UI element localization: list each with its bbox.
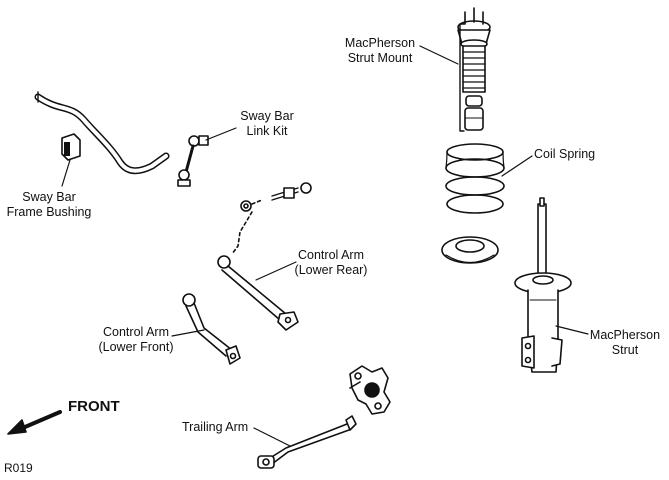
control-arm-rear-part — [217, 255, 299, 331]
label-strut-line2: Strut — [611, 343, 639, 357]
strut-leader — [555, 325, 589, 335]
front-indicator-label: FRONT — [68, 398, 120, 415]
label-control-arm-lower-rear: Control Arm (Lower Rear) — [290, 248, 372, 278]
label-coil-spring-text: Coil Spring — [534, 147, 596, 161]
label-link-kit-line2: Link Kit — [246, 124, 288, 138]
coil-spring-part — [441, 143, 505, 264]
link-kit-leader — [205, 127, 237, 141]
label-trailing-arm: Trailing Arm — [182, 420, 248, 435]
label-strut-mount-line2: Strut Mount — [347, 51, 413, 65]
trailing-arm-leader — [253, 427, 291, 447]
label-bushing-line2: Frame Bushing — [6, 205, 92, 219]
label-front-arm-line1: Control Arm — [103, 325, 169, 339]
bushing-leader — [61, 159, 71, 187]
label-front-arm-line2: (Lower Front) — [98, 340, 174, 354]
macpherson-strut-part — [514, 197, 572, 373]
control-arm-rear-leader — [255, 261, 297, 281]
label-control-arm-lower-front: Control Arm (Lower Front) — [94, 325, 178, 355]
label-trailing-arm-text: Trailing Arm — [182, 420, 249, 434]
figure-code: R019 — [4, 461, 33, 475]
control-arm-front-leader — [171, 329, 205, 337]
sway-bar-link-part — [177, 135, 209, 187]
label-strut-mount: MacPherson Strut Mount — [340, 36, 420, 66]
label-link-kit-line1: Sway Bar — [240, 109, 294, 123]
label-macpherson-strut: MacPherson Strut — [586, 328, 664, 358]
bolt-hardware-part — [231, 182, 312, 255]
trailing-arm-part — [257, 415, 357, 469]
label-strut-mount-line1: MacPherson — [344, 36, 416, 50]
coil-spring-leader — [501, 155, 533, 177]
label-rear-arm-line1: Control Arm — [298, 248, 364, 262]
control-arm-front-part — [182, 293, 241, 365]
label-strut-line1: MacPherson — [589, 328, 661, 342]
knuckle-part — [349, 365, 391, 415]
strut-mount-leader — [419, 45, 459, 65]
strut-mount-part — [457, 7, 491, 132]
front-arrow-icon — [7, 410, 62, 435]
sway-bar-bushing-part — [61, 133, 81, 161]
sway-bar-part — [34, 91, 170, 175]
label-rear-arm-line2: (Lower Rear) — [294, 263, 368, 277]
label-bushing-line1: Sway Bar — [22, 190, 76, 204]
label-sway-bar-link-kit: Sway Bar Link Kit — [232, 109, 302, 139]
label-coil-spring: Coil Spring — [534, 147, 595, 162]
label-sway-bar-frame-bushing: Sway Bar Frame Bushing — [3, 190, 95, 220]
